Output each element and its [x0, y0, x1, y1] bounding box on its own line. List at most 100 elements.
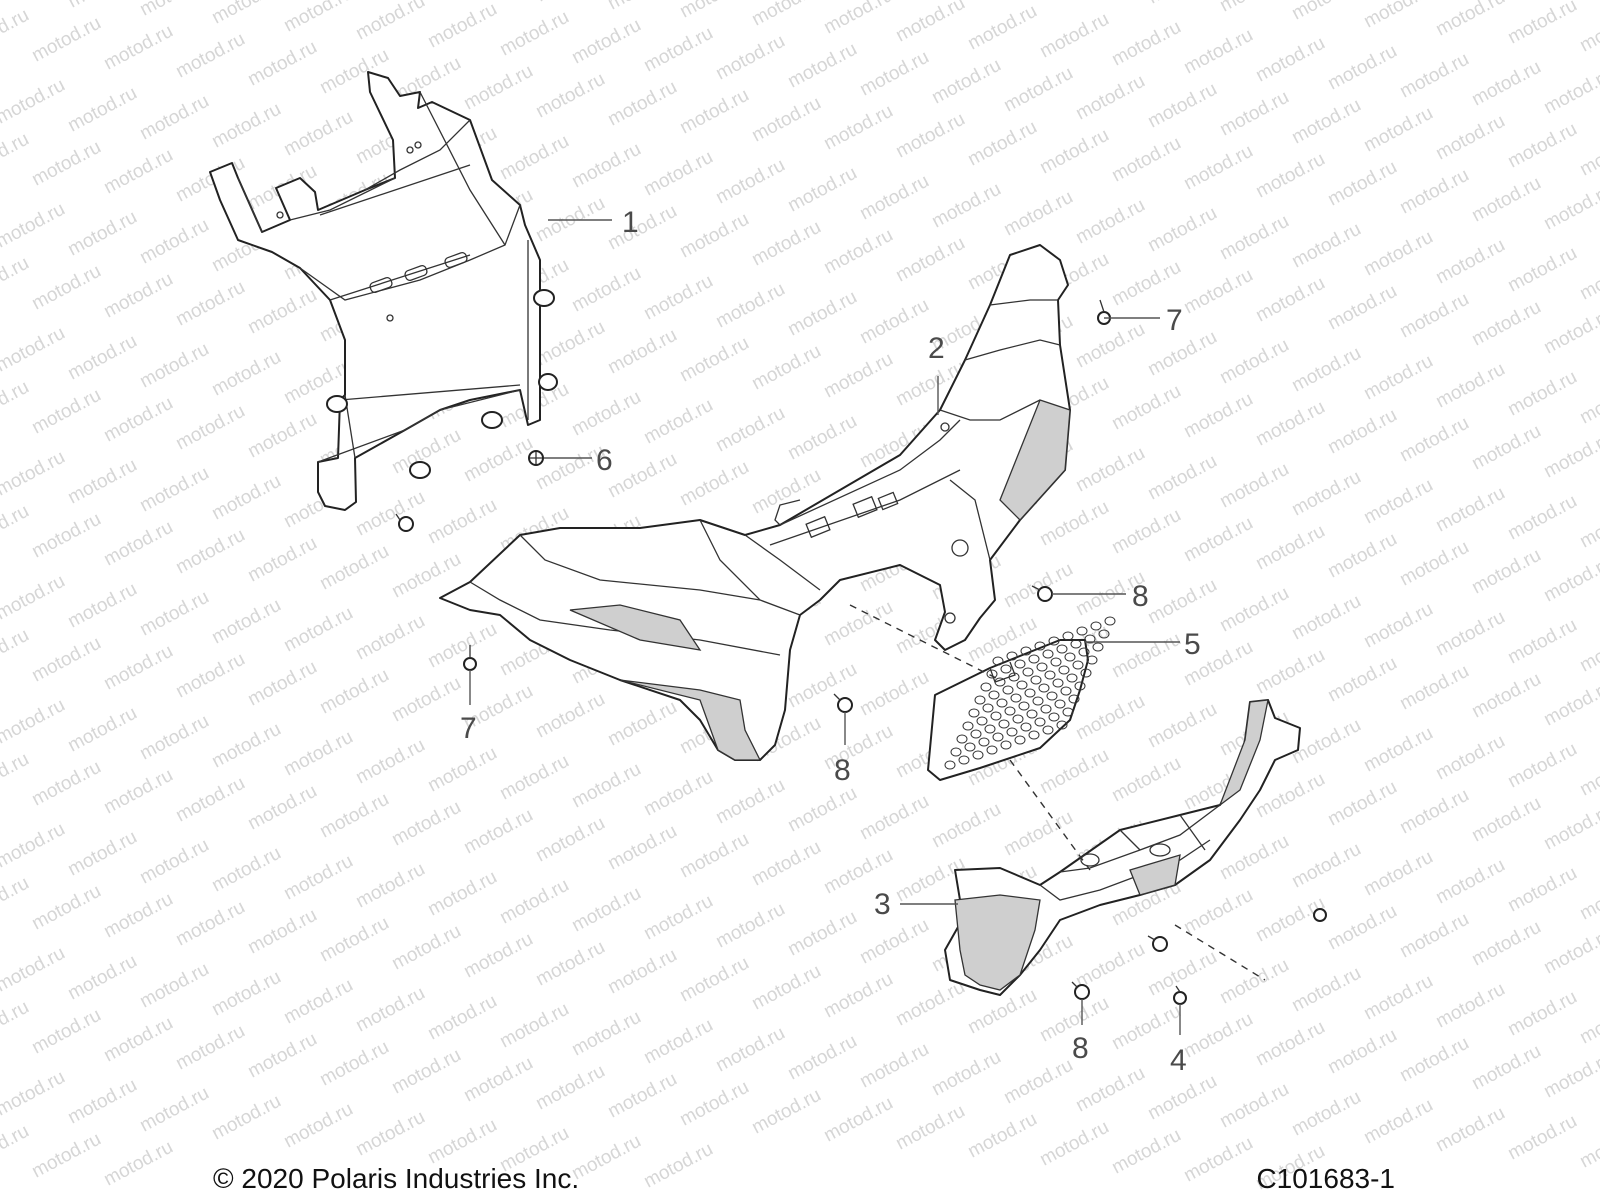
grille-mesh-cell	[996, 698, 1008, 708]
watermark-text: motod.ru	[1288, 95, 1364, 149]
watermark-text: motod.ru	[316, 1037, 392, 1091]
fastener-frame-lower	[395, 513, 414, 532]
watermark-text: motod.ru	[1252, 1017, 1328, 1071]
grille-mesh-cell	[1042, 725, 1054, 735]
watermark-text: motod.ru	[388, 921, 464, 975]
watermark-text: motod.ru	[1468, 669, 1544, 723]
watermark-text: motod.ru	[1360, 1095, 1436, 1149]
watermark-text: motod.ru	[424, 991, 500, 1045]
grille-mesh-cell	[1026, 709, 1038, 719]
callout-7-top: 7	[1166, 304, 1183, 337]
watermark-text: motod.ru	[0, 571, 69, 625]
watermark-text: motod.ru	[136, 1083, 212, 1137]
watermark-text: motod.ru	[820, 969, 896, 1023]
watermark-text: motod.ru	[568, 759, 644, 813]
grille-mesh-cell	[992, 656, 1004, 666]
grille-mesh-cell	[958, 755, 970, 765]
watermark-text: motod.ru	[28, 261, 104, 315]
watermark-text: motod.ru	[1324, 405, 1400, 459]
watermark-text: motod.ru	[496, 999, 572, 1053]
grille-mesh-cell	[1038, 683, 1050, 693]
grille-mesh-cell	[992, 732, 1004, 742]
watermark-text: motod.ru	[280, 107, 356, 161]
watermark-text: motod.ru	[208, 967, 284, 1021]
watermark-text: motod.ru	[1576, 1119, 1600, 1173]
watermark-text: motod.ru	[784, 1031, 860, 1085]
watermark-text: motod.ru	[388, 1045, 464, 1099]
watermark-text: motod.ru	[1324, 901, 1400, 955]
watermark-text: motod.ru	[1108, 17, 1184, 71]
watermark-text: motod.ru	[1324, 653, 1400, 707]
watermark-text: motod.ru	[352, 983, 428, 1037]
watermark-text: motod.ru	[1540, 305, 1600, 359]
watermark-text: motod.ru	[1072, 319, 1148, 373]
watermark-text: motod.ru	[1000, 807, 1076, 861]
grille-mesh-cell	[1000, 740, 1012, 750]
grille-mesh-cell	[1020, 646, 1032, 656]
watermark-text: motod.ru	[856, 171, 932, 225]
watermark-text: motod.ru	[316, 541, 392, 595]
watermark-text: motod.ru	[1144, 575, 1220, 629]
watermark-text: motod.ru	[748, 341, 824, 395]
watermark-text: motod.ru	[676, 953, 752, 1007]
grille-mesh-cell	[1068, 694, 1080, 704]
watermark-text: motod.ru	[1108, 753, 1184, 807]
watermark-text: motod.ru	[748, 837, 824, 891]
watermark-text: motod.ru	[28, 757, 104, 811]
callout-labels: 1 2 3 4 5 6 7 7 8 8 8	[460, 206, 1201, 1077]
grille-mesh-cell	[1104, 616, 1116, 626]
watermark-text: motod.ru	[208, 0, 284, 28]
watermark-text: motod.ru	[1324, 1025, 1400, 1079]
watermark-text: motod.ru	[136, 91, 212, 145]
grille-mesh-cell	[1072, 660, 1084, 670]
grille-mesh-cell	[1010, 693, 1022, 703]
watermark-text: motod.ru	[1432, 235, 1508, 289]
watermark-text: motod.ru	[352, 611, 428, 665]
grille-mesh-cell	[1052, 678, 1064, 688]
grille-mesh-cell	[1066, 673, 1078, 683]
watermark-text: motod.ru	[172, 525, 248, 579]
watermark-text: motod.ru	[1504, 119, 1580, 173]
watermark-text: motod.ru	[748, 0, 824, 30]
watermark-text: motod.ru	[208, 99, 284, 153]
watermark-text: motod.ru	[676, 829, 752, 883]
watermark-text: motod.ru	[1000, 559, 1076, 613]
watermark-text: motod.ru	[1504, 1111, 1580, 1165]
watermark-text: motod.ru	[604, 1069, 680, 1123]
watermark-text: motod.ru	[100, 641, 176, 695]
grille-mesh-cell	[1086, 655, 1098, 665]
watermark-text: motod.ru	[208, 843, 284, 897]
watermark-text: motod.ru	[1144, 451, 1220, 505]
watermark-text: motod.ru	[1288, 467, 1364, 521]
watermark-text: motod.ru	[1144, 203, 1220, 257]
watermark-text: motod.ru	[1540, 1049, 1600, 1103]
fastener-6	[528, 450, 544, 466]
watermark-text: motod.ru	[1540, 925, 1600, 979]
part-5-grille	[927, 616, 1116, 781]
watermark-text: motod.ru	[820, 721, 896, 775]
watermark-text: motod.ru	[1252, 273, 1328, 327]
watermark-text: motod.ru	[1468, 917, 1544, 971]
watermark-text: motod.ru	[856, 791, 932, 845]
watermark-text: motod.ru	[1000, 1055, 1076, 1109]
grille-mesh-cell	[944, 760, 956, 770]
callout-8-center: 8	[834, 754, 851, 787]
watermark-text: motod.ru	[676, 0, 752, 22]
watermark-text: motod.ru	[100, 269, 176, 323]
watermark-text: motod.ru	[640, 1139, 716, 1193]
watermark-text: motod.ru	[208, 595, 284, 649]
watermark-text: motod.ru	[1396, 537, 1472, 591]
callout-6: 6	[596, 444, 613, 477]
watermark-text: motod.ru	[1360, 103, 1436, 157]
watermark-text: motod.ru	[1540, 677, 1600, 731]
watermark-text: motod.ru	[172, 401, 248, 455]
watermark-text: motod.ru	[136, 711, 212, 765]
watermark-text: motod.ru	[1216, 583, 1292, 637]
watermark-text: motod.ru	[1288, 591, 1364, 645]
grille-mesh-cell	[1080, 668, 1092, 678]
callout-8-bottom: 8	[1072, 1032, 1089, 1065]
watermark-text: motod.ru	[856, 915, 932, 969]
grille-mesh-cell	[1092, 642, 1104, 652]
watermark-text: motod.ru	[1540, 65, 1600, 119]
